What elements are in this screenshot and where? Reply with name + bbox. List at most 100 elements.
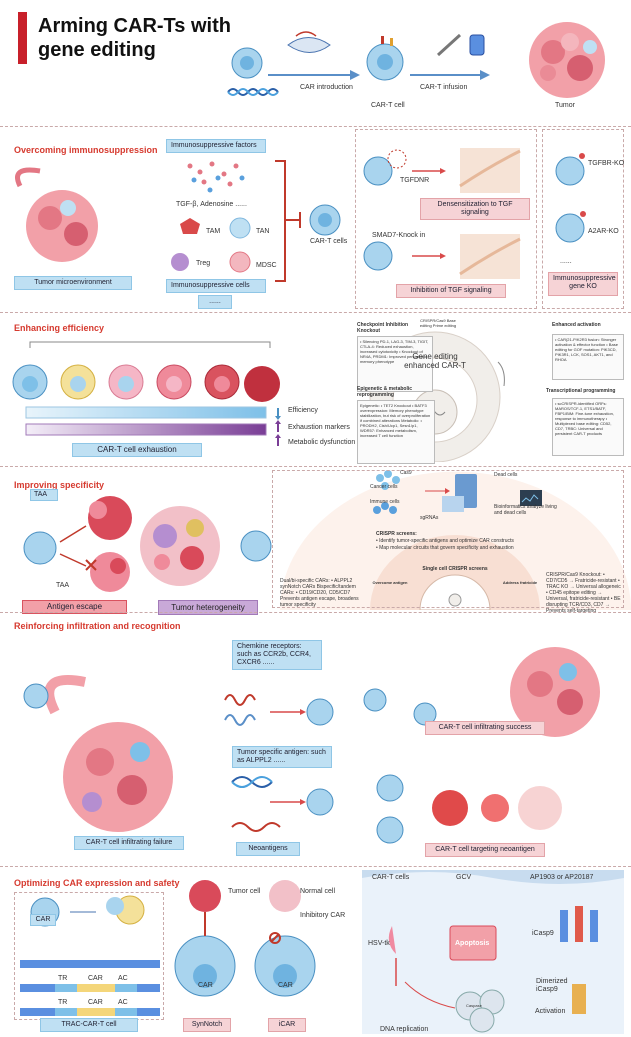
smad-label: SMAD7-Knock in xyxy=(372,232,426,239)
cart-infusion-label: CAR-T infusion xyxy=(420,84,468,91)
caspase-label: Caspase xyxy=(466,1003,482,1008)
tgf-label: TGF-β, Adenosine ...... xyxy=(176,201,247,208)
exhaustion-markers-label: Exhaustion markers xyxy=(288,424,350,431)
trac-label: TRAC xyxy=(80,950,100,957)
icasp9-label: iCasp9 xyxy=(532,930,554,937)
single-cell-screens-label: Single cell CRISPR screens xyxy=(422,566,488,572)
taa-label-2: TAA xyxy=(56,582,70,589)
tgfdnr-label: TGFDNR xyxy=(400,177,430,184)
header-illustration xyxy=(227,22,605,98)
section-divider xyxy=(0,126,631,127)
immunosuppressive-factors-box: Immunosuppressive factors xyxy=(166,139,266,153)
apoptosis-label: Apoptosis xyxy=(455,940,490,947)
crispr-screen-panel xyxy=(272,470,624,608)
exhaustion-box: CAR-T cell exhaustion xyxy=(72,443,202,457)
overcome-antigen-label: Overcome antigen xyxy=(372,580,408,585)
car-label-5: CAR xyxy=(278,982,293,989)
transcriptional-title: Transcriptional programming xyxy=(546,388,616,394)
treg-label: Treg xyxy=(196,260,211,267)
ko-panel xyxy=(542,129,624,309)
dimerized-icasp9-label: Dimerized iCasp9 xyxy=(536,978,568,993)
tr-label-2: TR xyxy=(58,999,68,1006)
car-label-4: CAR xyxy=(198,982,213,989)
cart-cells-label: CAR-T cells xyxy=(310,238,348,245)
tan-label: TAN xyxy=(256,228,270,235)
tumor-cell-label: Tumor cell xyxy=(228,888,261,895)
antigen-escape-box: Antigen escape xyxy=(22,600,127,614)
activation-label: Activation xyxy=(535,1008,566,1015)
chemokine-box: Chemkine receptors: such as CCR2b, CCR4,… xyxy=(232,640,322,670)
title-accent-bar xyxy=(18,12,27,64)
metabolic-dysfunction-label: Metabolic dysfunction xyxy=(288,439,356,446)
address-fratricide-label: Address fratricide xyxy=(502,580,538,585)
normal-cell-label: Normal cell xyxy=(300,888,336,895)
immune-cells-label: Immune cells xyxy=(370,499,400,505)
tgf-panel xyxy=(355,129,537,309)
ap1903-label: AP1903 or AP20187 xyxy=(530,874,594,881)
section-divider xyxy=(0,312,631,313)
more-dots-box: ...... xyxy=(198,295,232,309)
icar-box: iCAR xyxy=(268,1018,306,1032)
specificity-illustration xyxy=(23,470,631,610)
section-divider xyxy=(0,612,631,613)
safety-illustration xyxy=(20,870,624,1034)
tumor-heterogeneity-box: Tumor heterogeneity xyxy=(158,600,258,615)
infiltration-illustration xyxy=(23,647,600,844)
hsv-tk-label: HSV-tk xyxy=(368,940,390,947)
car-label-3: CAR xyxy=(88,999,103,1006)
sgrnas-label: sgRNAs xyxy=(420,515,439,521)
ko-dots-label: ...... xyxy=(560,258,572,265)
section-heading-specificity: Improving specificity xyxy=(14,480,105,490)
infiltrating-success-box: CAR-T cell infiltrating success xyxy=(425,721,545,735)
cas9-label: Cas9 xyxy=(400,470,412,476)
car-introduction-label: CAR introduction xyxy=(300,84,353,91)
densensitization-box: Densensitization to TGF signaling xyxy=(420,198,530,220)
epigenetic-text: Epigenetic: • TET2 Knockout • BATF3 over… xyxy=(357,400,435,464)
checkpoint-title: Checkpoint Inhibition Knockout xyxy=(357,322,409,334)
tumor-microenvironment-box: Tumor microenvironment xyxy=(14,276,132,290)
efficiency-label: Efficiency xyxy=(288,407,318,414)
inhibitory-car-label: Inhibitory CAR xyxy=(300,912,346,919)
immunosuppression-illustration xyxy=(15,148,586,282)
inhibition-box: Inhibition of TGF signaling xyxy=(396,284,506,298)
section-heading-immunosuppression: Overcoming immunosuppression xyxy=(14,145,158,155)
bioinformatics-label: Bioinformatics analyze living and dead c… xyxy=(494,504,557,516)
taa-label-1: TAA xyxy=(30,489,58,501)
mdsc-label: MDSC xyxy=(256,262,277,269)
synnotch-box: SynNotch xyxy=(183,1018,231,1032)
checkpoint-text: • Silencing PD-1, LAG-3, TIM-3, TIGIT, C… xyxy=(357,336,433,392)
targeting-neoantigen-box: CAR-T cell targeting neoantigen xyxy=(425,843,545,857)
transcriptional-text: • scCRISPR-identified ORFs: MAROS/TCF-1,… xyxy=(552,398,624,456)
cancer-cells-label: Cancer cells xyxy=(370,484,398,490)
screen-item-1: • Identify tumor-specific antigens and o… xyxy=(376,538,514,544)
cart-cell-label: CAR-T cell xyxy=(371,102,405,109)
bispecific-text: Dual/bi-specific CARs: • ALPPL2 synNotch… xyxy=(280,578,359,608)
trac-cart-cell-box: TRAC-CAR-T cell xyxy=(40,1018,138,1032)
cart-cells-label: CAR-T cells xyxy=(372,874,410,881)
dead-cells-label: Dead cells xyxy=(494,472,518,478)
car-label-1: CAR xyxy=(30,914,56,926)
tumor-specific-antigen-box: Tumor specific antigen: such as ALPPL2 .… xyxy=(232,746,332,768)
infiltrating-failure-box: CAR-T cell infiltrating failure xyxy=(74,836,184,850)
section-divider xyxy=(0,866,631,867)
a2ar-ko-label: A2AR-KO xyxy=(588,228,619,235)
activation-text: • CAR(21-P/K2R3 fusion: Stronger activat… xyxy=(552,334,624,380)
tam-label: TAM xyxy=(206,228,221,235)
gene-editing-center-label: Gene editing enhanced CAR-T xyxy=(404,352,466,370)
dna-replication-label: DNA replication xyxy=(380,1026,429,1033)
section-heading-safety: Optimizing CAR expression and safety xyxy=(14,878,180,888)
section-heading-efficiency: Enhancing efficiency xyxy=(14,323,105,333)
activation-title: Enhanced activation xyxy=(552,322,601,328)
tr-label: TR xyxy=(58,975,68,982)
screen-item-2: • Map molecular circuits that govern spe… xyxy=(376,545,514,551)
section-heading-infiltration: Reinforcing infiltration and recognition xyxy=(14,621,181,631)
section-divider xyxy=(0,466,631,467)
neoantigens-box: Neoantigens xyxy=(236,842,300,856)
immunosuppressive-cells-box: Immunosuppressive cells xyxy=(166,279,266,293)
epigenetic-title: Epigenetic & metabolic reprogramming xyxy=(357,386,413,398)
car-label-2: CAR xyxy=(88,975,103,982)
ac-label-2: AC xyxy=(118,999,128,1006)
editing-tools-label: CRISPR/Cas9 Base editing Prime editing xyxy=(419,318,457,328)
ac-label: AC xyxy=(118,975,128,982)
